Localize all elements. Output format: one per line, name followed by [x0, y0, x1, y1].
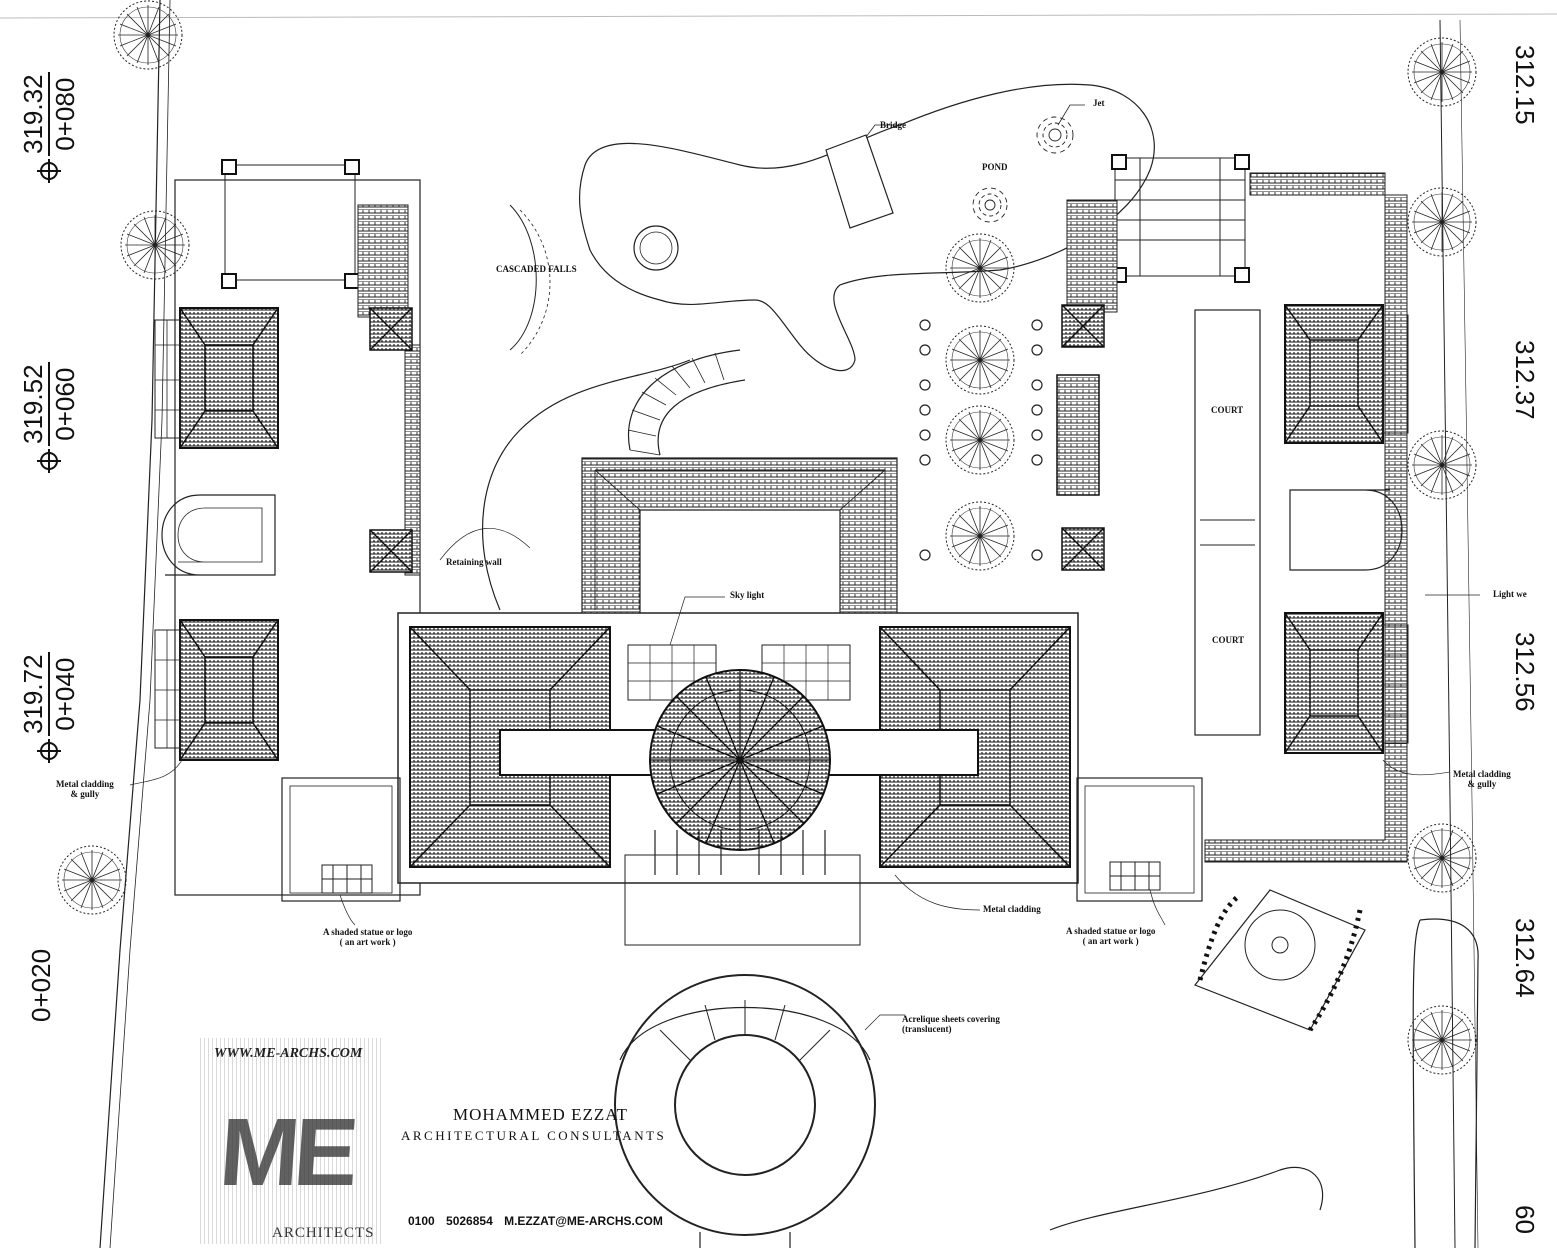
station-marker-icon — [40, 452, 58, 470]
logo-url: WWW.ME-ARCHS.COM — [214, 1046, 363, 1061]
elevation-label-right-2: 312.37 — [1510, 340, 1540, 420]
firm-name: MOHAMMED EZZAT — [453, 1105, 629, 1124]
elevation-label-right-4: 312.64 — [1510, 918, 1540, 998]
elevation-label-right-5: 60 — [1510, 1205, 1540, 1234]
firm-phone: 0100 5026854 — [408, 1214, 493, 1228]
logo-subtitle: ARCHITECTS — [272, 1225, 375, 1241]
station-label-060: 319.52 0+060 — [18, 362, 80, 470]
station-marker-icon — [40, 742, 58, 760]
firm-email: M.EZZAT@ME-ARCHS.COM — [504, 1214, 663, 1228]
cascaded-falls-label: CASCADED FALLS — [496, 264, 577, 274]
sky-light-label: Sky light — [730, 590, 765, 600]
light-well-label: Light we — [1493, 589, 1527, 599]
firm-contact: 0100 5026854 M.EZZAT@ME-ARCHS.COM — [408, 1214, 663, 1228]
jet-label: Jet — [1093, 98, 1105, 108]
retaining-wall-label: Retaining wall — [446, 557, 502, 567]
station-label-080: 319.32 0+080 — [18, 72, 80, 180]
metal-cladding-gully-right-label: Metal cladding & gully — [1453, 769, 1511, 789]
metal-cladding-label: Metal cladding — [983, 904, 1041, 914]
court-label-1: COURT — [1211, 405, 1244, 415]
elevation-label-right-1: 312.15 — [1510, 45, 1540, 125]
station-marker-icon — [40, 162, 58, 180]
statue-right-label: A shaded statue or logo ( an art work ) — [1066, 926, 1156, 946]
elevation-label-right-3: 312.56 — [1510, 632, 1540, 712]
firm-logo: WWW.ME-ARCHS.COM ME ARCHITECTS — [200, 1038, 382, 1244]
station-label-020: 0+020 — [26, 948, 56, 1022]
pond-label: POND — [982, 162, 1008, 172]
acrelique-label: Acrelique sheets covering (translucent) — [902, 1014, 1000, 1034]
metal-cladding-gully-left-label: Metal cladding & gully — [56, 779, 114, 799]
bridge-label: Bridge — [880, 120, 906, 130]
firm-subtitle: ARCHITECTURAL CONSULTANTS — [401, 1128, 667, 1143]
station-label-040: 319.72 0+040 — [18, 652, 80, 760]
logo-mark: ME — [216, 1099, 356, 1206]
statue-left-label: A shaded statue or logo ( an art work ) — [323, 927, 413, 947]
court-label-2: COURT — [1212, 635, 1245, 645]
